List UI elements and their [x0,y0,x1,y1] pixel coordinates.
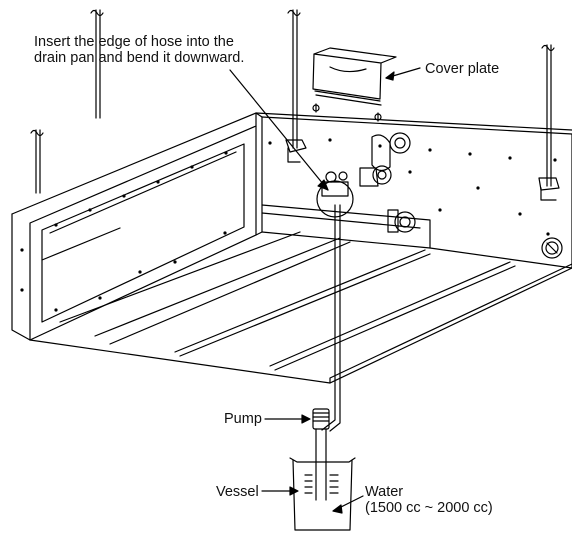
cover-plate-label: Cover plate [425,61,500,77]
hanger-rods [30,9,555,194]
water-label-line1: Water [365,484,404,500]
water-label-line2: (1500 cc ~ 2000 cc) [365,500,493,516]
vessel [289,457,356,531]
cover-plate-arrowhead [385,71,395,81]
insert-arrowhead [317,179,329,191]
water-arrowhead [332,504,343,514]
insert-instruction-line2: drain pan and bend it downward. [34,50,245,66]
water-label: Water (1500 cc ~ 2000 cc) [365,484,493,516]
pump [312,408,330,501]
unit-body [11,112,572,384]
vessel-arrowhead [289,486,299,496]
pump-arrowhead [301,414,311,424]
cover-plate [312,47,397,122]
drain-hose [321,204,341,432]
insert-hose-instruction: Insert the edge of hose into the drain p… [34,34,244,66]
vessel-label: Vessel [216,484,259,500]
insert-arrow [229,69,329,191]
drain-fittings [321,132,563,259]
insert-instruction-line1: Insert the edge of hose into the [34,34,234,50]
hanger-brackets [285,139,560,201]
pump-label: Pump [224,411,262,427]
rivets [20,138,557,312]
